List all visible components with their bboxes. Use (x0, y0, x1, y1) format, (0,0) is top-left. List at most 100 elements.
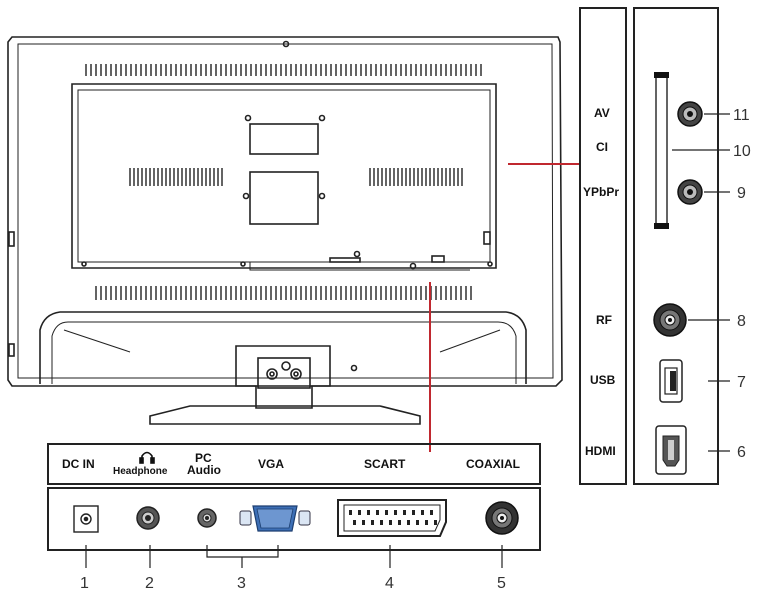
scart-pin (389, 520, 392, 525)
number-2: 2 (145, 575, 154, 592)
screw (353, 250, 361, 258)
label-ypbpr: YPbPr (583, 185, 619, 199)
side-number-leaders (672, 113, 730, 452)
ci-slot (654, 72, 669, 229)
number-5: 5 (497, 575, 506, 592)
label-av: AV (594, 106, 610, 120)
stand-post (235, 345, 331, 409)
stand-screw (266, 368, 278, 380)
label-vga: VGA (258, 457, 284, 471)
stand-bracket (257, 357, 311, 389)
pc-audio-jack (197, 508, 217, 528)
plate-detail (483, 231, 491, 245)
scart-pin (394, 510, 397, 515)
scart-pin (407, 520, 410, 525)
tv-cabinet-inner-edge (17, 43, 554, 379)
vesa-mount-box (249, 171, 319, 225)
back-plate (71, 83, 497, 269)
number-7: 7 (737, 374, 746, 391)
screw (409, 262, 417, 270)
screw (487, 261, 493, 267)
label-headphone: Headphone (113, 466, 168, 477)
number-10: 10 (733, 143, 751, 160)
screw (318, 192, 326, 200)
vesa-mount-box (249, 123, 319, 155)
label-ci: CI (596, 140, 608, 154)
vga-port (239, 505, 311, 532)
number-6: 6 (737, 444, 746, 461)
scart-pin (416, 520, 419, 525)
label-dc-in: DC IN (62, 457, 95, 471)
bottom-connector-panel: DC IN Headphone PC Audio VGA SCART COAXI… (47, 443, 541, 592)
stand-base (149, 405, 421, 425)
scart-pin (376, 510, 379, 515)
scart-pin (358, 510, 361, 515)
scart-pins (349, 510, 437, 525)
screw (240, 261, 246, 267)
scart-pin (430, 510, 433, 515)
scart-pin (362, 520, 365, 525)
av-jack (677, 101, 703, 127)
scart-pin (403, 510, 406, 515)
label-pc: PC (195, 451, 212, 465)
number-9: 9 (737, 185, 746, 202)
number-11: 11 (733, 107, 750, 124)
plate-detail (329, 257, 361, 263)
stand-neck-inner (51, 321, 517, 384)
plate-step (249, 262, 470, 271)
stand-screw (290, 368, 302, 380)
scart-pin (349, 510, 352, 515)
number-3: 3 (237, 575, 246, 592)
label-rf: RF (596, 313, 612, 327)
tv-side-detail (8, 231, 15, 247)
side-port-strip (633, 7, 719, 485)
stand-screw (293, 371, 299, 377)
scart-pin (421, 510, 424, 515)
scart-pin (371, 520, 374, 525)
scart-pin (425, 520, 428, 525)
coaxial-port (485, 501, 519, 535)
tv-cabinet-outline (7, 36, 563, 387)
scart-pin (434, 520, 437, 525)
stand-neck-outline (39, 311, 527, 384)
scart-pin (385, 510, 388, 515)
screw (318, 114, 326, 122)
label-scart: SCART (364, 457, 406, 471)
plate-detail (431, 255, 445, 263)
headphone-jack (136, 506, 160, 530)
side-label-strip (579, 7, 627, 485)
scart-port (337, 499, 447, 537)
screw (244, 114, 252, 122)
back-plate-inner (77, 89, 491, 263)
callout-lines (429, 163, 580, 452)
stand-screw (281, 361, 291, 371)
label-coaxial: COAXIAL (466, 457, 520, 471)
screw (282, 40, 290, 48)
label-hdmi: HDMI (585, 444, 616, 458)
label-audio: Audio (187, 463, 221, 477)
number-leaders (85, 545, 503, 568)
tv-side-detail (8, 343, 15, 357)
number-4: 4 (385, 575, 394, 592)
screw (81, 261, 87, 267)
vent-slots (85, 64, 482, 300)
scart-pin (380, 520, 383, 525)
scart-pin (412, 510, 415, 515)
scart-pin (353, 520, 356, 525)
headphone-icon (139, 451, 155, 464)
side-connector-panel: AV CI YPbPr RF USB HDMI (579, 7, 751, 485)
number-1: 1 (80, 575, 89, 592)
stand-fold (63, 329, 501, 353)
hdmi-port (655, 425, 687, 475)
tv-rear-view (7, 36, 563, 387)
ypbpr-jack (677, 179, 703, 205)
tv-stand (39, 311, 527, 425)
label-usb: USB (590, 373, 616, 387)
stand-screw (269, 371, 275, 377)
bottom-port-strip (47, 487, 541, 551)
scart-pin (367, 510, 370, 515)
usb-port (659, 359, 683, 403)
screw (242, 192, 250, 200)
bottom-label-strip (47, 443, 541, 485)
